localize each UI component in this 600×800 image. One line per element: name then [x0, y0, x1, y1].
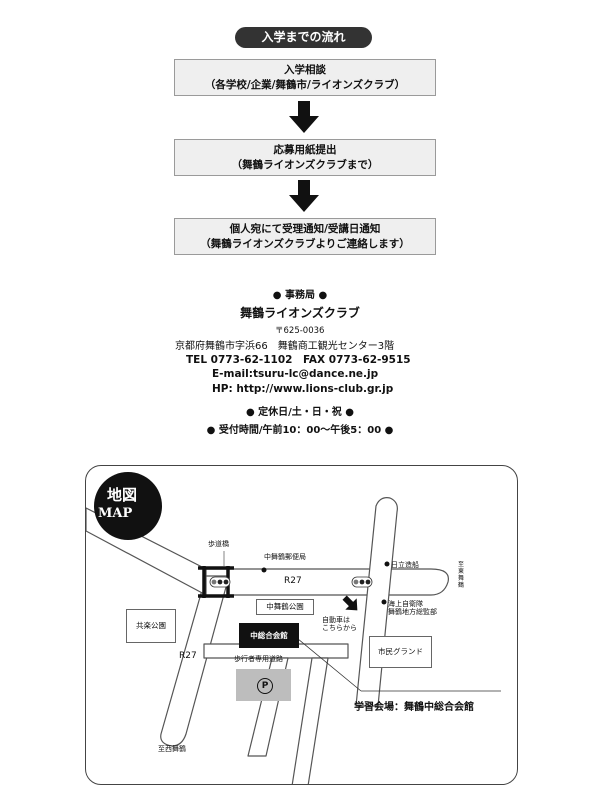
landmark-kyoraku-park: 共楽公園 — [126, 609, 176, 643]
label-jmsdf: 海上自衛隊 舞鶴地方総監部 — [388, 600, 437, 616]
flow-step-application: 応募用紙提出 （舞鶴ライオンズクラブまで） — [174, 139, 436, 176]
flow-step-consultation: 入学相談 （各学校/企業/舞鶴市/ライオンズクラブ） — [174, 59, 436, 96]
map-badge-title: 地図 — [107, 486, 138, 504]
office-postal: 〒625-0036 — [275, 326, 325, 336]
flow-step-title: 入学相談 — [284, 64, 326, 76]
car-direction-arrow-icon — [342, 595, 358, 611]
office-tel-fax: TEL 0773-62-1102 FAX 0773-62-9515 — [186, 354, 411, 366]
office-homepage: HP: http://www.lions-club.gr.jp — [212, 383, 394, 395]
flow-step-detail: （舞鶴ライオンズクラブよりご連絡します） — [200, 238, 410, 250]
access-map: 地図 MAP 歩道橋 中舞鶴郵便局 日立造船 至東舞鶴 R27 R27 中舞鶴公… — [85, 465, 518, 785]
landmark-naka-sogo-kaikan: 中総合会館 — [239, 623, 299, 648]
office-address: 京都府舞鶴市字浜66 舞鶴商工観光センター3階 — [175, 341, 395, 352]
label-post-office: 中舞鶴郵便局 — [264, 553, 306, 561]
map-roads — [86, 472, 501, 784]
label-route-r27-left: R27 — [179, 651, 197, 661]
venue-label: 学習会場：舞鶴中総合会館 — [354, 702, 474, 713]
traffic-signal-icon — [351, 576, 373, 588]
office-heading: ● 事務局 ● — [272, 290, 328, 301]
label-footbridge: 歩道橋 — [208, 540, 229, 548]
office-holidays: ● 定休日/土・日・祝 ● — [245, 407, 355, 418]
parking-icon: P — [257, 678, 273, 694]
office-email: E-mail:tsuru-lc@dance.ne.jp — [212, 368, 379, 380]
landmark-city-ground: 市民グランド — [369, 636, 432, 668]
down-arrow-icon — [289, 101, 319, 133]
traffic-signal-icon — [209, 576, 231, 588]
label-hitachi: 日立造船 — [391, 561, 419, 569]
flow-step-notification: 個人宛にて受理通知/受講日通知 （舞鶴ライオンズクラブよりご連絡します） — [174, 218, 436, 255]
flow-step-detail: （各学校/企業/舞鶴市/ライオンズクラブ） — [204, 79, 406, 91]
office-hours: ● 受付時間/午前10：00～午後5：00 ● — [206, 425, 394, 436]
office-name: 舞鶴ライオンズクラブ — [240, 306, 360, 320]
map-badge-subtitle: MAP — [98, 506, 133, 521]
map-badge — [94, 472, 162, 540]
parking-area: P — [236, 669, 291, 701]
label-to-higashi-maizuru: 至東舞鶴 — [458, 561, 465, 589]
label-route-r27-top: R27 — [284, 576, 302, 586]
down-arrow-icon — [289, 180, 319, 212]
flow-step-title: 応募用紙提出 — [273, 144, 337, 156]
flow-title: 入学までの流れ — [235, 27, 372, 48]
flow-step-title: 個人宛にて受理通知/受講日通知 — [229, 223, 381, 235]
label-car-entrance: 自動車は こちらから — [322, 616, 357, 632]
flow-step-detail: （舞鶴ライオンズクラブまで） — [231, 159, 379, 171]
landmark-naka-maizuru-park: 中舞鶴公園 — [256, 599, 314, 615]
label-pedestrian-road: 歩行者専用道路 — [234, 655, 283, 663]
label-to-nishi-maizuru: 至西舞鶴 — [158, 745, 186, 753]
